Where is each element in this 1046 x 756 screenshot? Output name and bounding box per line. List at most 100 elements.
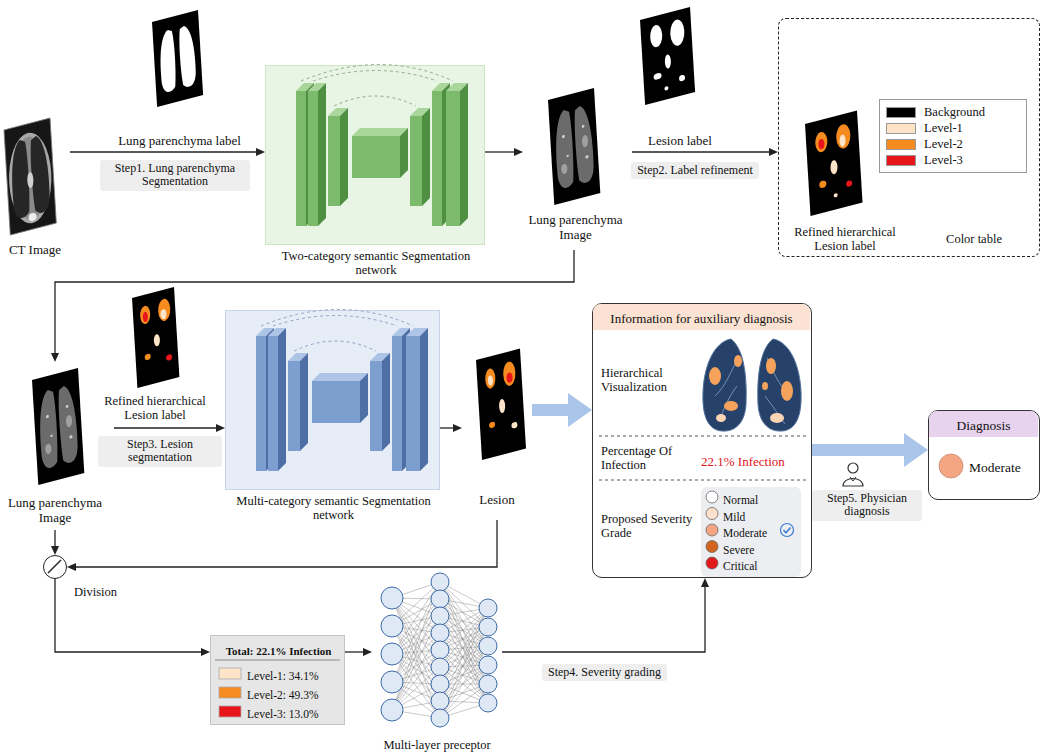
node-text: Severe: [723, 544, 754, 557]
info-drawing: [734, 355, 742, 367]
mlp-neurons: [381, 699, 403, 721]
table-swatches: [219, 668, 241, 679]
percentage-table: Total: 22.1% InfectionLevel-1: 34.1% Leve…: [210, 635, 345, 725]
color-table-legend: BackgroundLevel-1Level-2Level-3: [879, 99, 1027, 173]
lesion-mask: [650, 24, 663, 49]
network-drawing: [352, 128, 408, 136]
table-swatches: [219, 706, 241, 717]
connector: [345, 651, 363, 652]
legend-row: Background: [886, 104, 1020, 120]
lung-parenchyma-image: [554, 108, 575, 190]
network-drawing: [340, 108, 348, 206]
image-node: Lung parenchyma Image: [523, 85, 632, 250]
lung-mask: [158, 29, 176, 94]
node-text: Moderate: [723, 527, 767, 540]
ct-image: CT Image: [0, 118, 70, 262]
node-text: Multi-category semantic Segmentation net…: [226, 494, 441, 522]
grade-markers: [784, 528, 791, 533]
node-text: Level-3: 13.0%: [247, 708, 319, 721]
lesion-image: [499, 398, 506, 414]
step-label: Step3. Lesion segmentation: [98, 436, 222, 467]
lung-parenchyma-image: [32, 368, 84, 485]
refined-lesion-label: [830, 159, 838, 175]
refined-lesion-label: [815, 131, 828, 154]
header-text: Diagnosis: [957, 418, 1011, 433]
node-text: CT Image: [9, 243, 61, 258]
node-text: Proposed Severity Grade: [601, 512, 696, 540]
lesion-image: [489, 421, 495, 429]
refined-lesion-label: [160, 308, 167, 320]
info-drawing: [758, 339, 801, 431]
step-label: Step1. Lung parenchyma Segmentation: [100, 160, 250, 191]
node-text: Level-1: 34.1%: [247, 670, 319, 683]
lesion-mask: [670, 18, 686, 48]
table-swatches: [219, 687, 241, 698]
network-drawing: [432, 91, 442, 226]
network-drawing: [400, 128, 408, 178]
text-slot: Multi-layer preceptor: [372, 735, 502, 753]
network-drawing: [420, 328, 428, 471]
grade-markers: [706, 541, 718, 553]
network-drawing: [288, 361, 300, 451]
refined-lesion-label: [805, 110, 863, 216]
table-swatches: [215, 660, 340, 661]
mlp-neurons: [479, 618, 497, 636]
refined-lesion-label: [140, 305, 151, 326]
text-slot: Moderate: [723, 523, 787, 541]
refined-lesion-label: [846, 180, 852, 188]
lung-parenchyma-image: [548, 88, 600, 205]
text-slot: Mild: [723, 507, 787, 525]
physician-icon: [850, 477, 856, 481]
legend-text: Background: [924, 105, 985, 119]
refined-lesion-label: [158, 297, 171, 322]
mlp-neurons: [431, 641, 449, 659]
physician-icon: [848, 463, 858, 473]
label-slot: Step1. Lung parenchyma Segmentation: [100, 160, 250, 191]
lung-parenchyma-image: [46, 415, 49, 419]
network-drawing: [226, 311, 441, 491]
info-drawing: [766, 358, 776, 374]
connector: [70, 151, 256, 152]
text-slot: Level-3: 13.0%: [247, 704, 342, 722]
node-text: Color table: [946, 232, 1002, 246]
lung-parenchyma-image: [582, 134, 589, 148]
lung-parenchyma-image: [566, 154, 569, 157]
network-drawing: [261, 310, 413, 327]
network-drawing: [334, 96, 416, 106]
image-caption: Refined hierarchical Lesion label: [90, 394, 220, 422]
node-text: Total: 22.1% Infection: [226, 645, 332, 657]
label-slot: Step3. Lesion segmentation: [98, 436, 222, 467]
refined-lesion-label: [132, 287, 179, 388]
network-drawing: [296, 65, 468, 227]
text-slot: Level-1: 34.1%: [247, 666, 342, 684]
info-drawing: [770, 413, 784, 423]
refined-lesion-label: [836, 123, 851, 151]
text-slot: Lesion: [462, 490, 532, 508]
mlp-neurons: [381, 671, 403, 693]
dashed-group: Refined hierarchical Lesion labelColor t…: [778, 18, 1040, 257]
connector: [440, 427, 453, 428]
text-slot: Lung parenchyma Image: [0, 496, 110, 526]
ct-scan: [29, 133, 50, 215]
mlp-neurons: [431, 675, 449, 693]
network-drawing: [266, 66, 486, 246]
info-drawing: [715, 356, 789, 424]
network-drawing: [256, 336, 266, 471]
ct-scan: [4, 118, 56, 235]
lesion-image: [488, 375, 494, 386]
step-label: Step2. Label refinement: [631, 162, 759, 179]
lung-parenchyma-image: [66, 414, 73, 428]
connector: [54, 530, 55, 546]
label-slot: Refined hierarchical Lesion label: [90, 394, 220, 423]
ct-scan: [4, 118, 56, 235]
mlp-links: [392, 582, 488, 718]
lesion-image: [485, 367, 496, 390]
grade-markers: [706, 557, 718, 569]
lesion-image: [511, 421, 517, 429]
node-text: Division: [74, 585, 117, 599]
info-drawing: [703, 339, 746, 431]
mlp-neurons: [431, 624, 449, 642]
connector: [76, 520, 497, 567]
refined-lesion-label: [834, 193, 838, 198]
